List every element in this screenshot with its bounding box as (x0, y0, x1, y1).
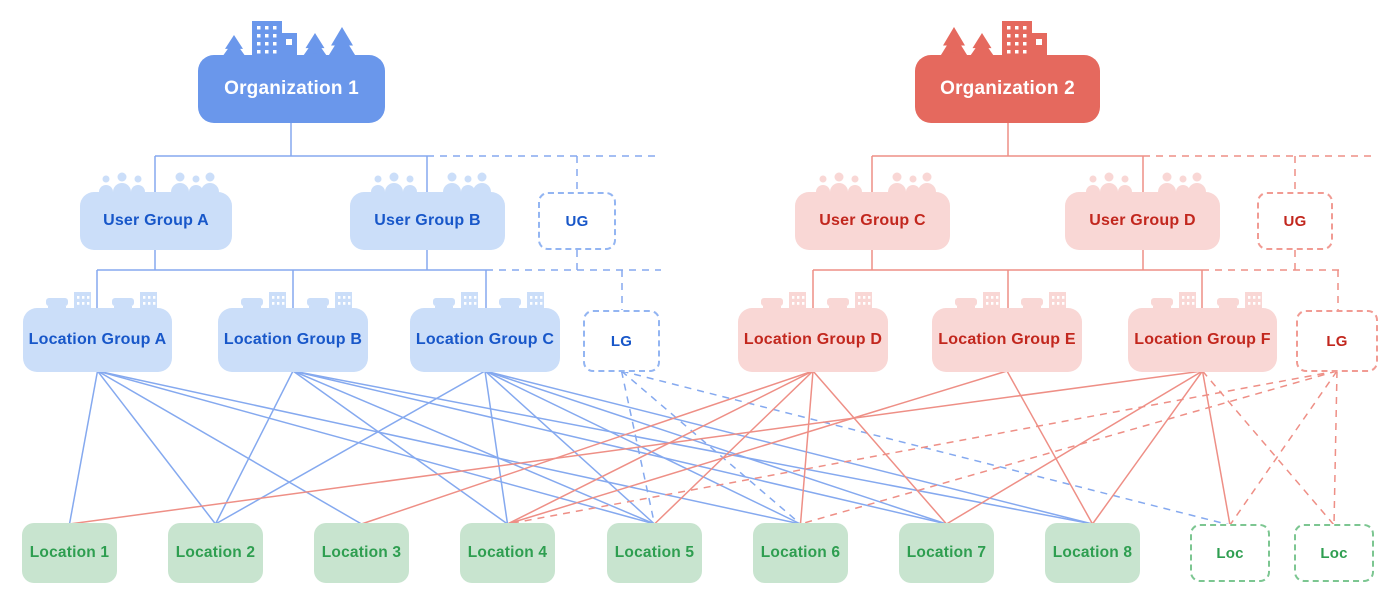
blue-connector-line (68, 370, 99, 525)
location-1-box: Location 1 (22, 523, 117, 583)
lg-label: LG (1326, 332, 1348, 350)
blue-connector-line (292, 370, 1093, 525)
dashed-blue-connector-line (621, 370, 1231, 526)
location-5-box: Location 5 (607, 523, 702, 583)
location-4-label: Location 4 (467, 544, 548, 561)
location-2-label: Location 2 (175, 544, 256, 561)
blue-connector-line (484, 370, 509, 525)
blue-connector-line (292, 370, 655, 525)
organization-1-label: Organization 1 (224, 78, 359, 99)
lg-box: LG (583, 310, 660, 372)
red-connector-line (1091, 370, 1204, 525)
location-8-label: Location 8 (1052, 544, 1133, 561)
dashed-red-connector-line (507, 370, 1338, 525)
location-group-e-box: Location Group E (932, 308, 1082, 372)
blue-connector-line (292, 370, 508, 525)
user-group-d-label: User Group D (1089, 212, 1196, 229)
loc-box: Loc (1190, 524, 1270, 582)
red-connector-line (946, 370, 1203, 525)
blue-connector-line (97, 370, 362, 525)
dashed-red-connector-line (1229, 370, 1338, 526)
location-group-a-box: Location Group A (23, 308, 172, 372)
location-6-label: Location 6 (760, 544, 841, 561)
loc-label: Loc (1320, 544, 1348, 562)
blue-connector-line (484, 370, 947, 525)
location-8-box: Location 8 (1045, 523, 1140, 583)
blue-connector-line (215, 370, 486, 525)
location-group-d-box: Location Group D (738, 308, 888, 372)
location-7-label: Location 7 (906, 544, 987, 561)
ug-label: UG (565, 212, 589, 230)
organization-2-box: Organization 2 (915, 55, 1100, 123)
organization-2-label: Organization 2 (940, 78, 1075, 99)
location-group-c-label: Location Group C (415, 331, 555, 348)
location-group-b-box: Location Group B (218, 308, 368, 372)
location-3-label: Location 3 (321, 544, 402, 561)
red-connector-line (1006, 370, 1094, 525)
location-group-e-label: Location Group E (938, 331, 1076, 348)
user-group-b-label: User Group B (374, 212, 481, 229)
red-connector-line (812, 370, 948, 525)
location-5-label: Location 5 (614, 544, 695, 561)
location-group-b-label: Location Group B (223, 331, 363, 348)
user-group-a-label: User Group A (103, 212, 209, 229)
blue-connector-line (96, 370, 217, 525)
dashed-blue-connector-line (621, 370, 801, 525)
location-7-box: Location 7 (899, 523, 994, 583)
blue-connector-line (484, 370, 801, 525)
location-6-box: Location 6 (753, 523, 848, 583)
red-connector-line (507, 370, 814, 525)
location-2-box: Location 2 (168, 523, 263, 583)
red-connector-line (361, 370, 814, 525)
location-group-f-box: Location Group F (1128, 308, 1277, 372)
location-group-c-box: Location Group C (410, 308, 560, 372)
blue-connector-line (484, 370, 1093, 525)
blue-connector-line (214, 370, 294, 525)
red-connector-line (507, 370, 1008, 525)
loc-box: Loc (1294, 524, 1374, 582)
organization-1-box: Organization 1 (198, 55, 385, 123)
lg-box: LG (1296, 310, 1378, 372)
location-group-f-label: Location Group F (1134, 331, 1271, 348)
location-group-d-label: Location Group D (743, 331, 883, 348)
location-3-box: Location 3 (314, 523, 409, 583)
lg-label: LG (610, 332, 633, 350)
blue-connector-line (97, 370, 801, 525)
ug-box: UG (538, 192, 616, 250)
blue-connector-line (292, 370, 947, 525)
location-1-label: Location 1 (29, 544, 110, 561)
dashed-red-connector-line (1333, 370, 1338, 526)
location-group-a-label: Location Group A (28, 331, 167, 348)
blue-connector-line (484, 370, 656, 525)
dashed-red-connector-line (1201, 370, 1335, 526)
user-group-d-box: User Group D (1065, 192, 1220, 250)
location-4-box: Location 4 (460, 523, 555, 583)
red-connector-line (69, 370, 1203, 525)
ug-label: UG (1283, 212, 1307, 230)
user-group-c-label: User Group C (819, 212, 926, 229)
user-group-c-box: User Group C (795, 192, 950, 250)
loc-label: Loc (1216, 544, 1244, 562)
red-connector-line (799, 370, 814, 525)
user-group-a-box: User Group A (80, 192, 232, 250)
dashed-red-connector-line (800, 370, 1338, 525)
blue-connector-line (97, 370, 655, 525)
red-connector-line (1201, 370, 1231, 526)
user-group-b-box: User Group B (350, 192, 505, 250)
ug-box: UG (1257, 192, 1333, 250)
red-connector-line (653, 370, 814, 525)
